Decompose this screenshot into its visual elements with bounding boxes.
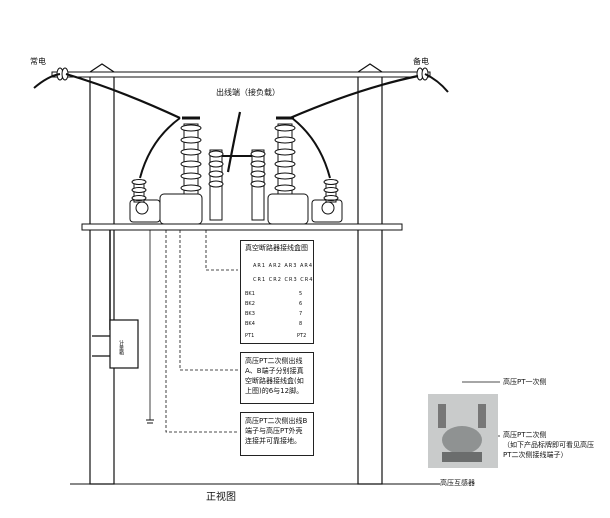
view-title: 正视图 bbox=[206, 492, 236, 503]
wiring-terminal-left-2: BK2 bbox=[245, 301, 255, 307]
wiring-terminal-left-4: BK4 bbox=[245, 321, 255, 327]
right-jumper bbox=[291, 117, 331, 179]
wiring-terminal-left-1: BK1 bbox=[245, 291, 255, 297]
note-pt-secondary-b: 高压PT二次侧出线B端子与高压PT外壳连接并可靠接地。 bbox=[245, 417, 308, 446]
outlet-terminal-label: 出线端（接负载） bbox=[216, 88, 280, 97]
backup-incoming-cable bbox=[424, 73, 449, 93]
normal-drop-cable bbox=[65, 72, 181, 119]
wiring-terminal-right-1: 5 bbox=[299, 291, 303, 297]
outlet-cable bbox=[226, 111, 242, 173]
left-vacuum-breaker bbox=[129, 116, 203, 225]
note-panel-ab: 高压PT二次侧出线A、B端子分别接真空断路器接线盒(如上图)的6与12脚。 bbox=[240, 352, 314, 404]
wiring-box-title: 真空断路器接线盒图 bbox=[245, 244, 308, 252]
wiring-box-row2: CR1 CR2 CR3 CR4 bbox=[253, 277, 314, 283]
pt-meter-box bbox=[92, 319, 139, 369]
right-pole bbox=[357, 63, 383, 485]
wiring-terminal-pt1: PT1 bbox=[245, 333, 255, 339]
photo-caption: 高压互感器 bbox=[440, 479, 475, 487]
right-vacuum-breaker bbox=[267, 116, 343, 225]
middle-insulator-left bbox=[208, 149, 224, 221]
backup-drop-cable bbox=[289, 74, 419, 120]
wiring-terminal-left-3: BK3 bbox=[245, 311, 255, 317]
left-jumper bbox=[139, 117, 181, 179]
pt-meter-box-label: 计量箱 bbox=[118, 340, 124, 355]
wiring-terminal-right-4: 8 bbox=[299, 321, 303, 327]
photo-label-secondary-detail: （如下产品标牌即可看见高压PT二次侧接线端子） bbox=[503, 441, 594, 460]
note-panel-b: 高压PT二次侧出线B端子与高压PT外壳连接并可靠接地。 bbox=[240, 412, 314, 456]
top-cross-arm bbox=[51, 71, 431, 78]
photo-label-primary: 高压PT一次侧 bbox=[503, 378, 547, 386]
right-top-insulator bbox=[416, 67, 429, 81]
wiring-box-row1: AR1 AR2 AR3 AR4 bbox=[253, 263, 314, 269]
note-pt-secondary-ab: 高压PT二次侧出线A、B端子分别接真空断路器接线盒(如上图)的6与12脚。 bbox=[245, 357, 304, 396]
wiring-box-panel: 真空断路器接线盒图 AR1 AR2 AR3 AR4 CR1 CR2 CR3 CR… bbox=[240, 240, 314, 344]
wiring-terminal-right-2: 6 bbox=[299, 301, 303, 307]
left-pole bbox=[89, 63, 115, 485]
wiring-terminal-pt2: PT2 bbox=[297, 333, 307, 339]
middle-insulator-right bbox=[250, 149, 266, 221]
normal-power-label: 常电 bbox=[30, 57, 46, 66]
photo-label-secondary: 高压PT二次侧 bbox=[503, 431, 547, 439]
equipment-platform bbox=[81, 223, 403, 231]
backup-power-label: 备电 bbox=[413, 57, 429, 66]
leader-lines bbox=[165, 230, 238, 433]
left-top-insulator bbox=[56, 67, 69, 81]
hv-transformer-photo bbox=[428, 394, 498, 468]
wiring-terminal-right-3: 7 bbox=[299, 311, 303, 317]
normal-incoming-cable bbox=[33, 73, 61, 89]
